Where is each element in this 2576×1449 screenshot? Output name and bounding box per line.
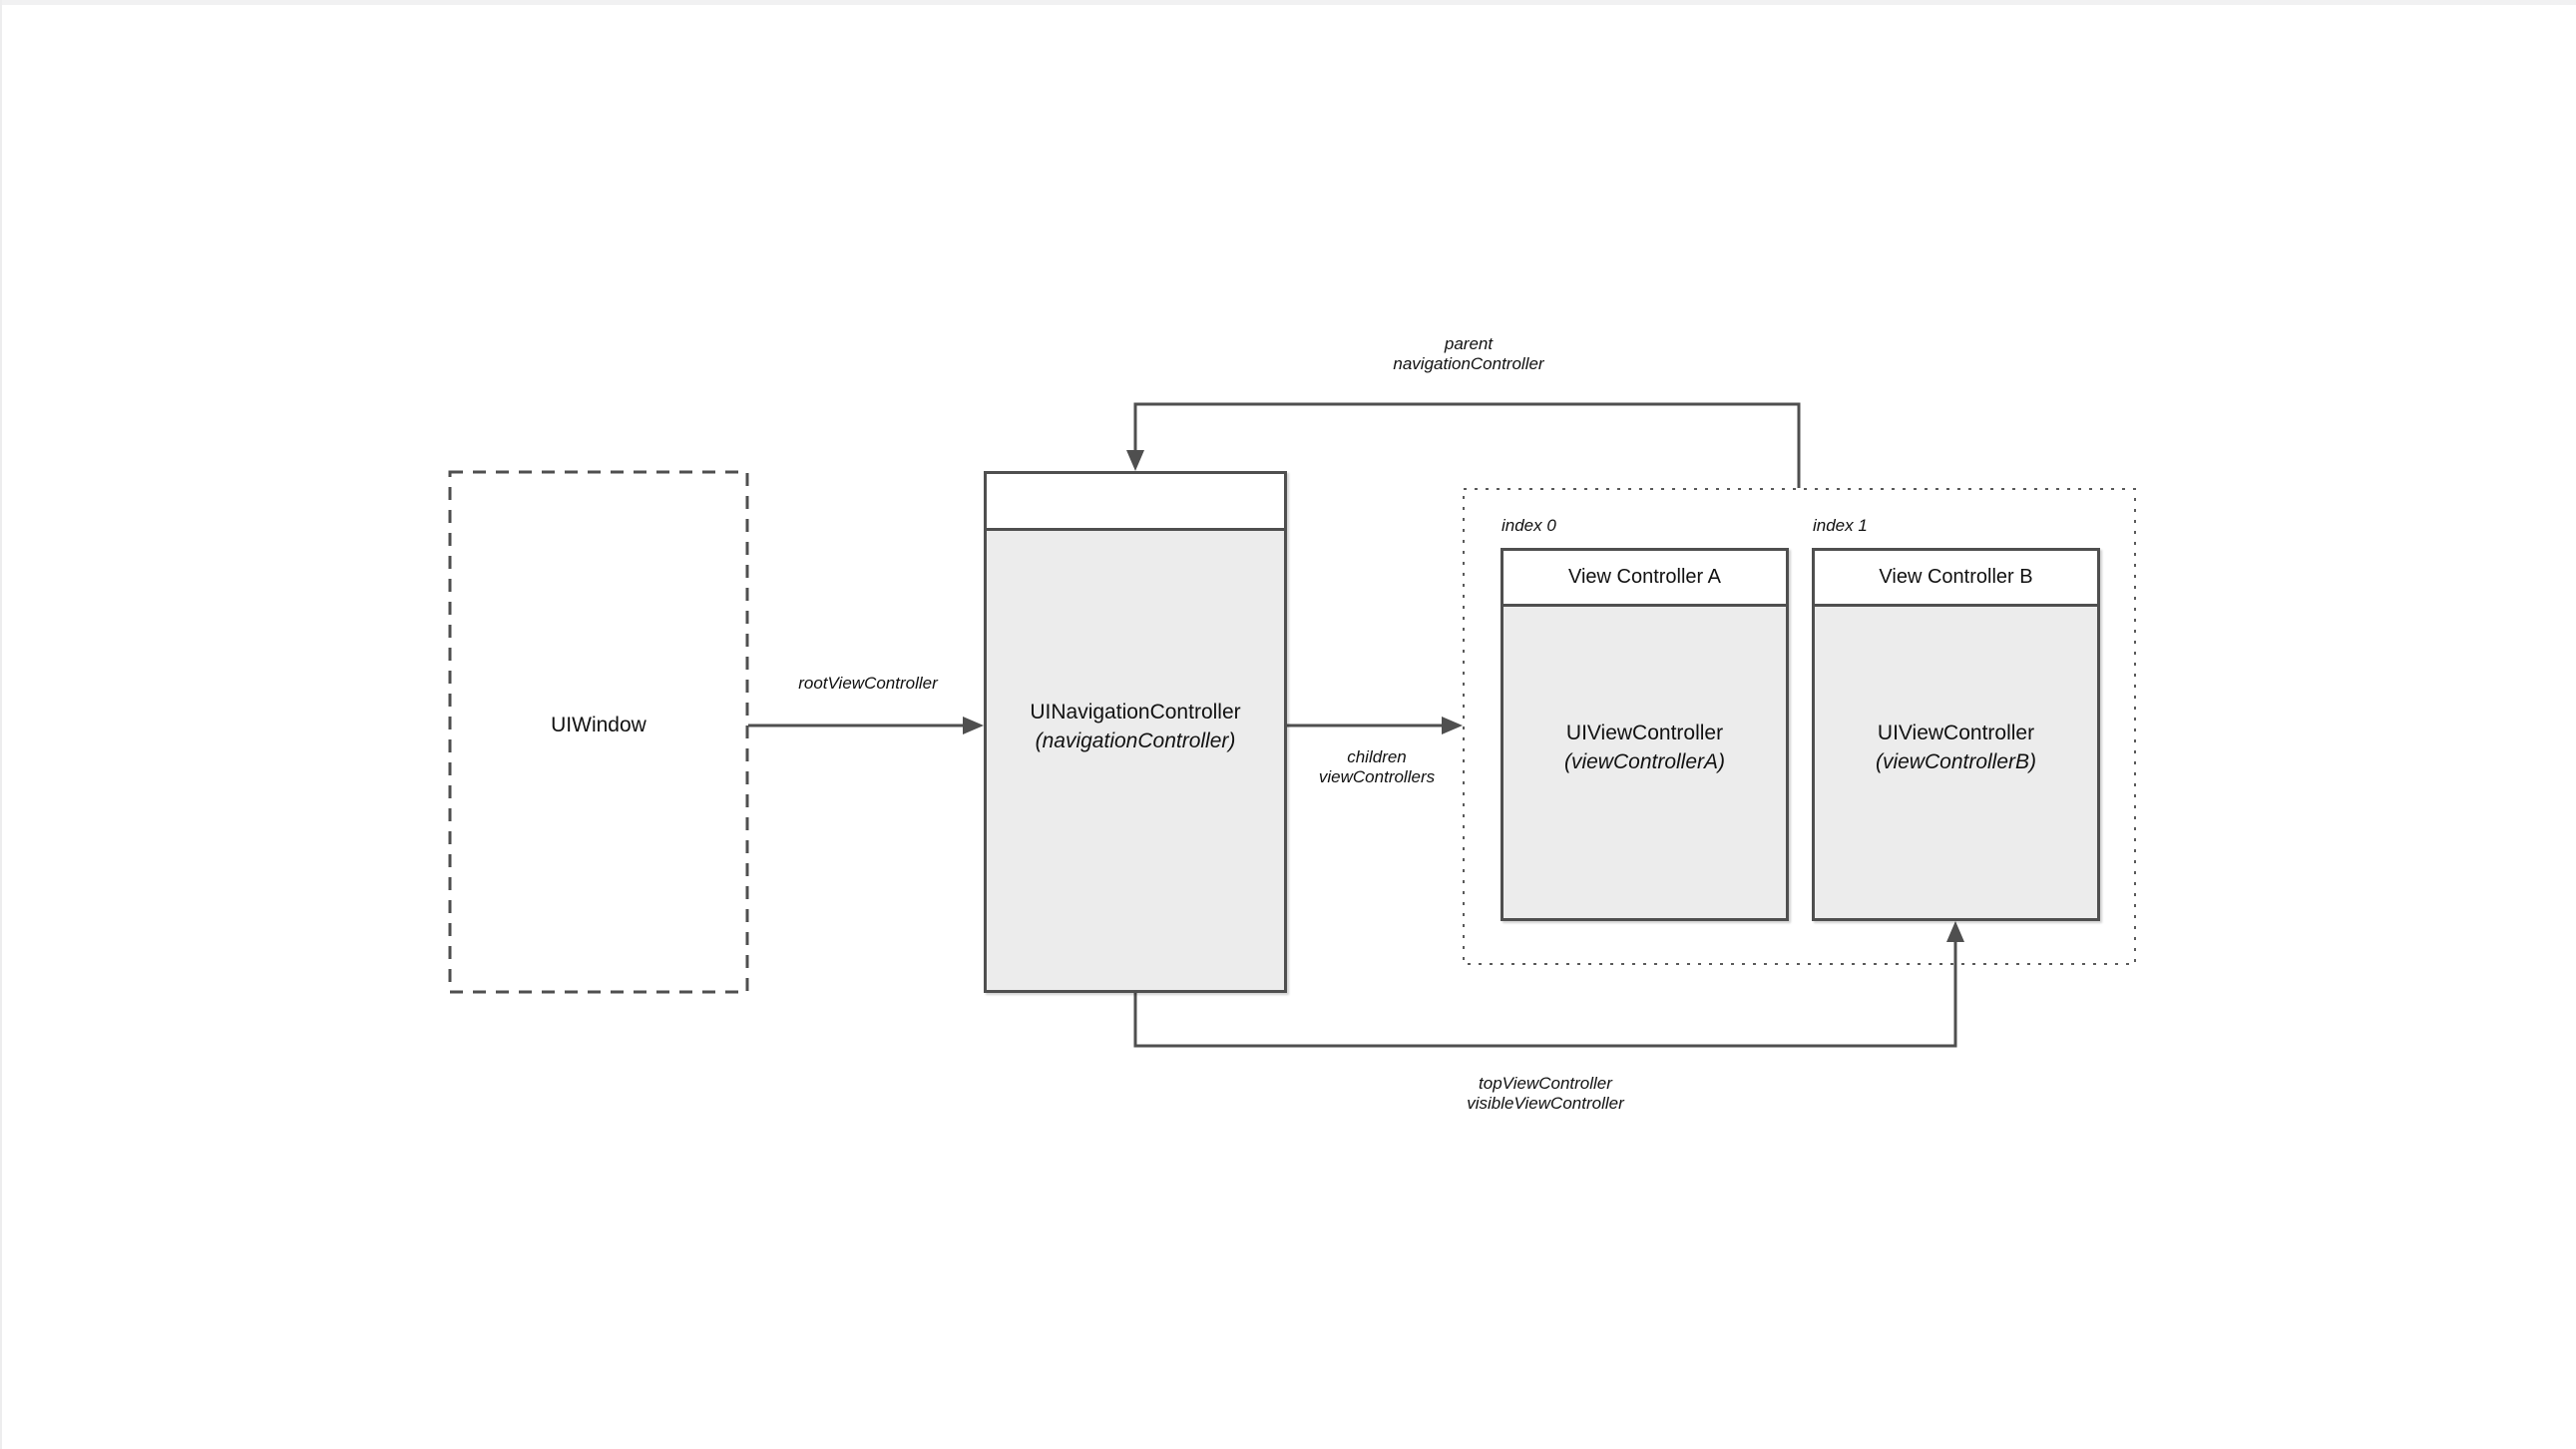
children-label-line2: viewControllers — [1318, 767, 1436, 786]
view-controller-b-instance: (viewControllerB) — [1875, 750, 2037, 773]
navigation-controller-instance: (navigationController) — [1035, 729, 1236, 752]
index-1-label: index 1 — [1813, 516, 1868, 535]
page-top-edge — [0, 0, 2576, 5]
navigation-controller-label: UINavigationController (navigationContro… — [987, 698, 1284, 755]
navigation-controller-title: UINavigationController — [1030, 701, 1241, 724]
parent-label-line2: navigationController — [1393, 354, 1544, 373]
parent-label: parent navigationController — [1393, 334, 1543, 374]
uiwindow-dashed-box — [448, 470, 749, 994]
navigation-controller-box: UINavigationController (navigationContro… — [984, 471, 1287, 993]
top-view-controller-label: topViewController visibleViewController — [1467, 1074, 1623, 1114]
view-controller-a-header: View Controller A — [1503, 551, 1786, 607]
parent-arrowhead-icon — [1126, 450, 1144, 471]
view-controller-b-box: View Controller B UIViewController (view… — [1812, 548, 2100, 921]
view-controller-a-label: UIViewController (viewControllerA) — [1503, 719, 1786, 776]
view-controller-b-title: UIViewController — [1877, 722, 2035, 744]
children-label-line1: children — [1347, 747, 1407, 766]
top-view-controller-label-line2: visibleViewController — [1467, 1094, 1624, 1113]
view-controller-a-instance: (viewControllerA) — [1563, 750, 1726, 773]
root-view-controller-label: rootViewController — [798, 674, 938, 693]
page-left-edge — [0, 0, 2, 1449]
top-view-controller-label-line1: topViewController — [1479, 1074, 1612, 1093]
top-view-controller-arrowhead-icon — [1946, 921, 1964, 942]
view-controller-b-header: View Controller B — [1815, 551, 2097, 607]
view-controller-b-label: UIViewController (viewControllerB) — [1815, 719, 2097, 776]
children-arrowhead-icon — [1442, 717, 1463, 734]
view-controller-a-box: View Controller A UIViewController (view… — [1501, 548, 1789, 921]
index-0-label: index 0 — [1502, 516, 1556, 535]
view-controller-a-title: UIViewController — [1565, 722, 1724, 744]
navigation-controller-navbar — [987, 474, 1284, 531]
children-label: children viewControllers — [1319, 747, 1435, 787]
stack-dotted-container — [1463, 488, 2136, 965]
parent-label-line1: parent — [1444, 334, 1494, 353]
top-view-controller-connector — [1133, 942, 1957, 1048]
uiwindow-label: UIWindow — [551, 714, 646, 736]
root-view-controller-arrowhead-icon — [963, 717, 984, 734]
parent-connector — [1133, 402, 1801, 488]
